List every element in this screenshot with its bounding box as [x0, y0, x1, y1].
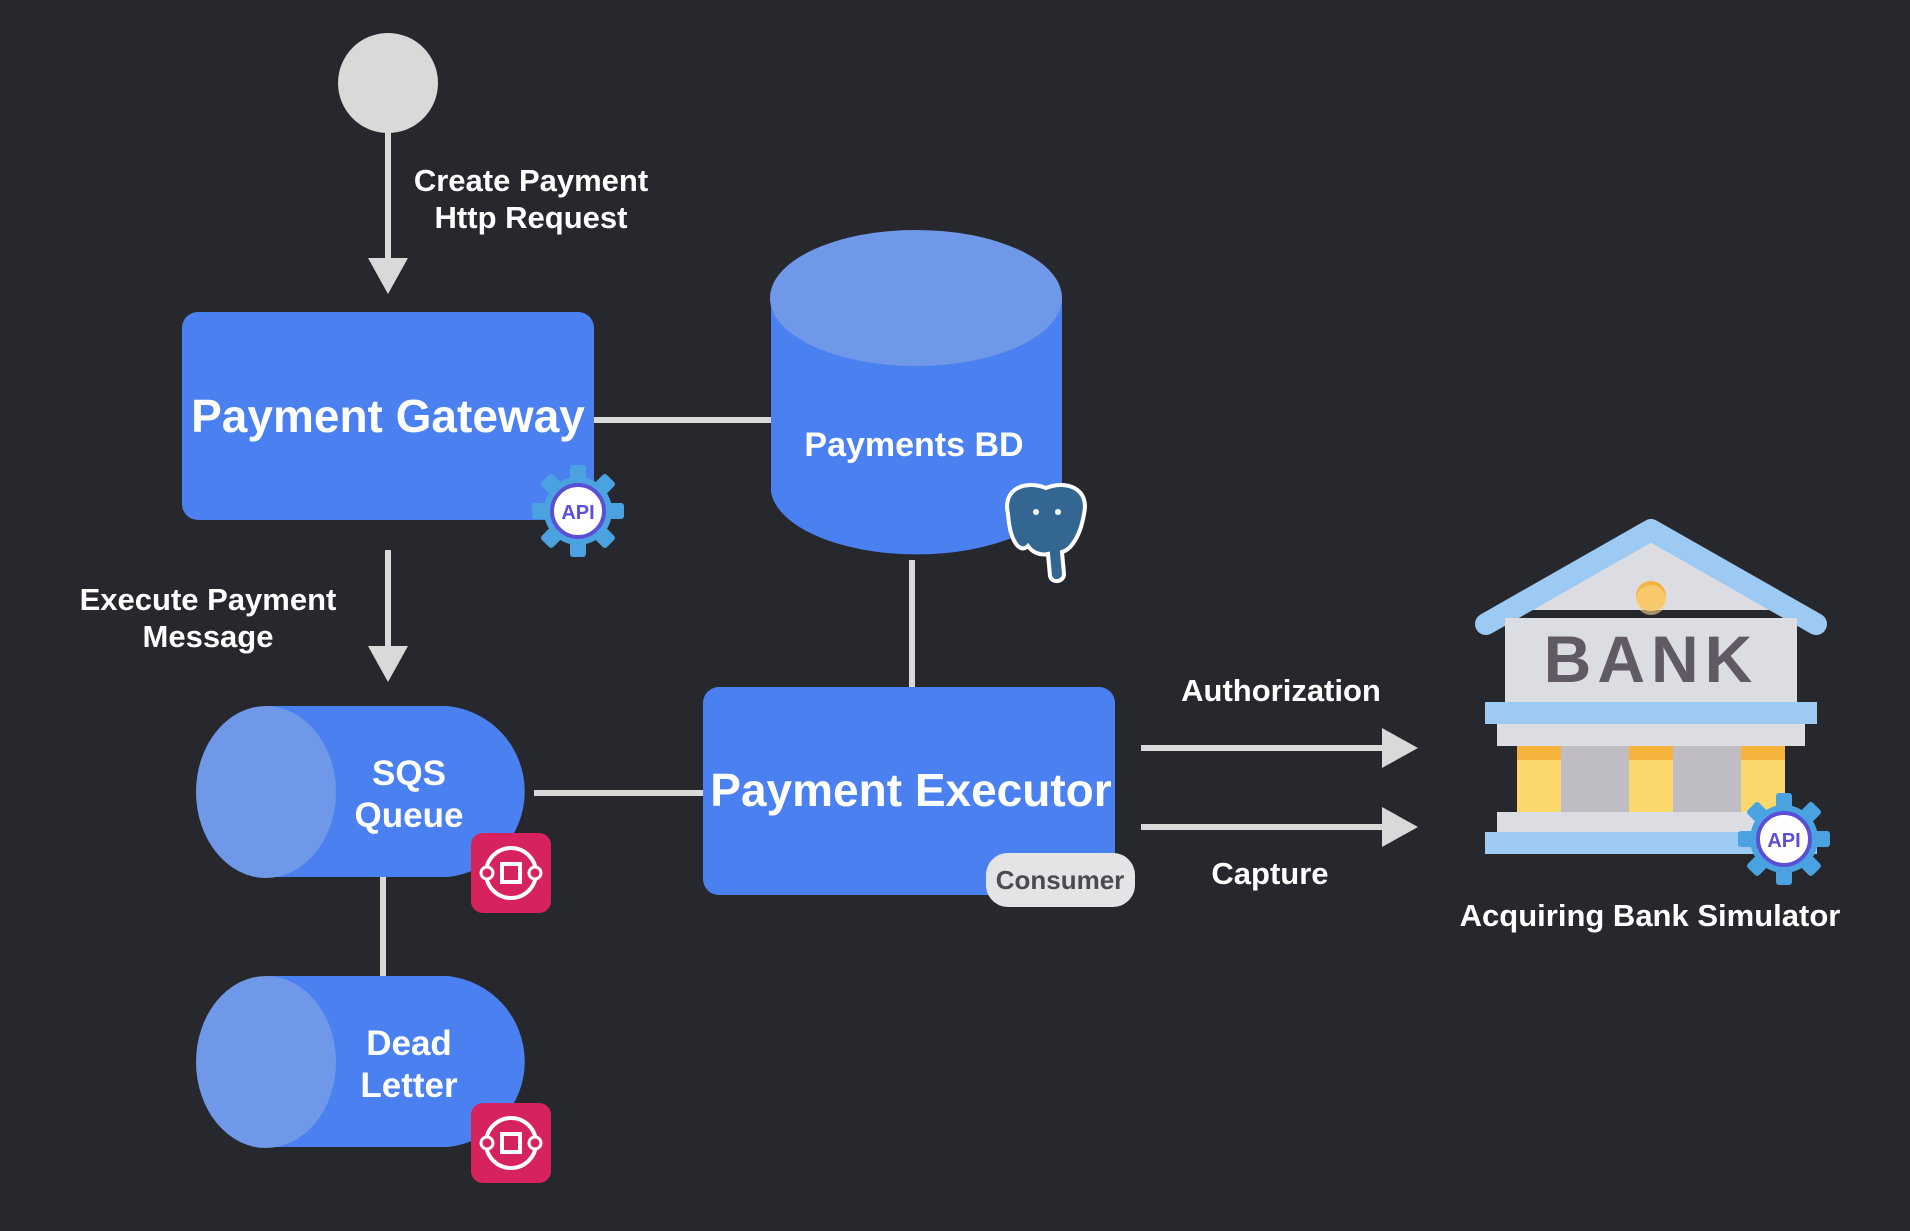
execute-message-label-line2: Message	[143, 619, 274, 654]
acquiring-bank-node: BANK API Acquiring Bank Simulator	[1460, 519, 1841, 933]
sqs-queue-title-line2: Queue	[355, 796, 464, 835]
consumer-badge-text: Consumer	[996, 865, 1125, 895]
sqs-queue-node: SQS Queue	[196, 706, 553, 915]
sqs-queue-title-line1: SQS	[372, 754, 446, 793]
consumer-badge	[986, 853, 1135, 907]
bank-building-icon: BANK	[1475, 519, 1827, 854]
arrowhead-icon	[368, 258, 408, 294]
create-request-label-line1: Create Payment	[414, 163, 648, 198]
bank-caption: Acquiring Bank Simulator	[1460, 898, 1841, 933]
dead-letter-title-line2: Letter	[360, 1066, 458, 1105]
payments-db-node: Payments BD	[770, 230, 1087, 583]
arrowhead-icon	[368, 646, 408, 682]
payment-gateway-node: Payment Gateway API	[182, 312, 626, 559]
payments-db-title: Payments BD	[804, 426, 1023, 464]
sqs-icon	[469, 1101, 553, 1185]
payment-executor-node: Payment Executor Consumer	[703, 687, 1135, 907]
dead-letter-end	[196, 976, 336, 1148]
create-request-label-line2: Http Request	[435, 200, 628, 235]
arrowhead-icon	[1382, 807, 1418, 847]
postgresql-elephant-icon	[1005, 483, 1087, 583]
bank-api-badge-text: API	[1767, 830, 1800, 852]
api-badge-text: API	[561, 502, 594, 524]
dead-letter-title-line1: Dead	[366, 1024, 452, 1063]
sqs-queue-end	[196, 706, 336, 878]
api-gear-icon: API	[1736, 791, 1832, 887]
payments-db-top	[770, 230, 1062, 366]
connectors	[380, 132, 1386, 977]
payment-gateway-title: Payment Gateway	[191, 390, 585, 442]
sqs-queue-cylinder	[266, 706, 525, 877]
api-gear-icon: API	[530, 463, 626, 559]
payment-gateway-box	[182, 312, 594, 520]
bank-sign-text: BANK	[1544, 622, 1759, 696]
payments-db-cylinder	[771, 298, 1062, 555]
payment-executor-box	[703, 687, 1115, 895]
start-node	[338, 33, 438, 133]
arrowheads	[368, 258, 1418, 847]
payment-executor-title: Payment Executor	[710, 764, 1111, 816]
arrowhead-icon	[1382, 728, 1418, 768]
authorization-label: Authorization	[1181, 673, 1381, 708]
execute-message-label-line1: Execute Payment	[80, 582, 337, 617]
dead-letter-node: Dead Letter	[196, 976, 553, 1185]
sqs-icon	[469, 831, 553, 915]
dead-letter-cylinder	[266, 976, 525, 1147]
capture-label: Capture	[1211, 856, 1328, 891]
